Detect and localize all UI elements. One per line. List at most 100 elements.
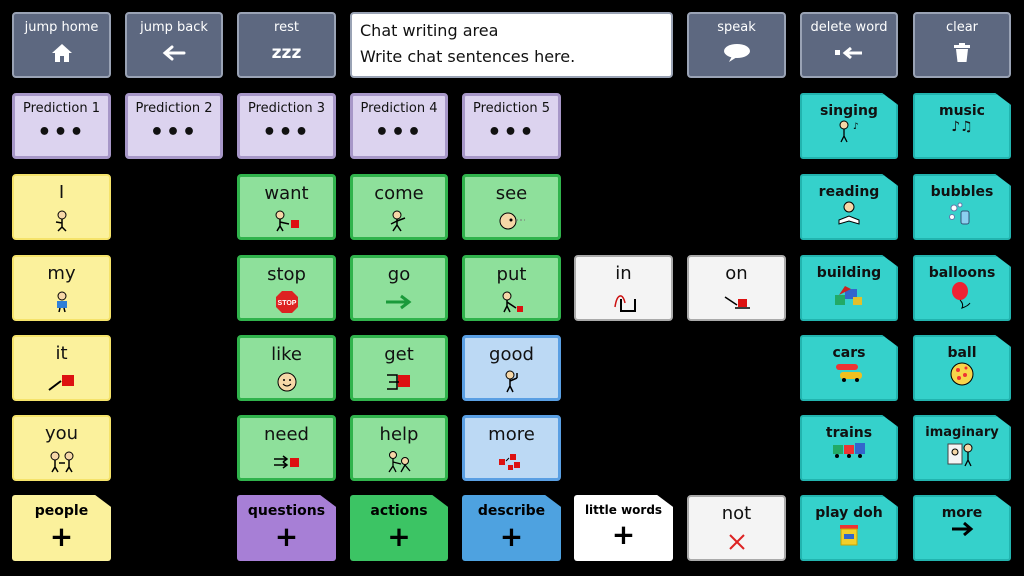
clear-label: clear	[945, 20, 979, 35]
see-icon	[465, 205, 558, 237]
word-get-button[interactable]: get	[350, 335, 448, 401]
topic-balloons-button[interactable]: balloons	[913, 255, 1011, 321]
rest-button[interactable]: rest zzz	[237, 12, 336, 78]
topic-trains-button[interactable]: trains	[800, 415, 898, 481]
rest-label: rest	[274, 20, 299, 35]
ball-icon	[949, 361, 975, 387]
come-icon	[353, 205, 445, 237]
home-icon	[14, 36, 109, 76]
speak-label: speak	[717, 20, 756, 35]
word-label: need	[264, 424, 309, 445]
get-icon	[353, 366, 445, 398]
prediction-label: Prediction 4	[360, 101, 438, 116]
play-doh-icon	[836, 521, 862, 547]
folder-label: questions	[247, 503, 326, 519]
prediction-4-button[interactable]: Prediction 4 •••	[350, 93, 448, 159]
jump-back-button[interactable]: jump back	[125, 12, 223, 78]
delete-word-button[interactable]: delete word	[800, 12, 898, 78]
prediction-3-button[interactable]: Prediction 3 •••	[237, 93, 336, 159]
word-label: put	[496, 264, 527, 285]
word-need-button[interactable]: need	[237, 415, 336, 481]
topic-cars-button[interactable]: cars	[800, 335, 898, 401]
word-label: get	[384, 344, 414, 365]
topic-building-button[interactable]: building	[800, 255, 898, 321]
person-pointing-self-icon	[14, 204, 109, 238]
plus-icon: +	[387, 520, 411, 553]
svg-text:♪: ♪	[853, 122, 859, 132]
word-not-button[interactable]: not	[687, 495, 786, 561]
bubbles-icon	[947, 200, 977, 226]
need-icon	[240, 446, 333, 478]
topic-label: trains	[825, 425, 873, 441]
delete-word-icon	[802, 36, 896, 76]
ellipsis-icon: •••	[37, 120, 86, 146]
word-you-button[interactable]: you	[12, 415, 111, 481]
word-more-button[interactable]: more	[462, 415, 561, 481]
smiley-icon	[240, 366, 333, 398]
on-icon	[689, 285, 784, 319]
chat-writing-area[interactable]: Chat writing area Write chat sentences h…	[350, 12, 673, 78]
folder-label: actions	[370, 503, 428, 519]
prediction-1-button[interactable]: Prediction 1 •••	[12, 93, 111, 159]
topic-label: bubbles	[930, 184, 994, 200]
word-label: come	[374, 183, 424, 204]
word-label: help	[379, 424, 419, 445]
folder-label: more	[941, 505, 983, 521]
word-see-button[interactable]: see	[462, 174, 561, 240]
topic-bubbles-button[interactable]: bubbles	[913, 174, 1011, 240]
folder-more-button[interactable]: more	[913, 495, 1011, 561]
jump-home-label: jump home	[24, 20, 99, 35]
speech-bubble-icon	[689, 36, 784, 76]
word-label: see	[495, 183, 528, 204]
topic-reading-button[interactable]: reading	[800, 174, 898, 240]
chat-placeholder: Write chat sentences here.	[360, 47, 576, 66]
word-label: not	[721, 503, 752, 524]
word-on-button[interactable]: on	[687, 255, 786, 321]
word-go-button[interactable]: go	[350, 255, 448, 321]
word-in-button[interactable]: in	[574, 255, 673, 321]
cars-icon	[833, 361, 865, 383]
prediction-label: Prediction 5	[473, 101, 550, 116]
word-my-button[interactable]: my	[12, 255, 111, 321]
plus-icon: +	[274, 520, 299, 553]
topic-play-doh-button[interactable]: play doh	[800, 495, 898, 561]
word-label: I	[58, 182, 65, 203]
red-x-icon	[689, 525, 784, 559]
arrow-right-green-icon	[353, 286, 445, 318]
folder-describe-button[interactable]: describe +	[462, 495, 561, 561]
folder-questions-button[interactable]: questions +	[237, 495, 336, 561]
word-good-button[interactable]: good	[462, 335, 561, 401]
word-help-button[interactable]: help	[350, 415, 448, 481]
folder-little-words-button[interactable]: little words +	[574, 495, 673, 561]
plus-icon: +	[49, 520, 74, 553]
speak-button[interactable]: speak	[687, 12, 786, 78]
blocks-icon	[833, 281, 865, 307]
word-come-button[interactable]: come	[350, 174, 448, 240]
topic-label: balloons	[928, 265, 996, 281]
ellipsis-icon: •••	[487, 120, 536, 146]
folder-label: describe	[477, 503, 546, 519]
topic-ball-button[interactable]: ball	[913, 335, 1011, 401]
clear-button[interactable]: clear	[913, 12, 1011, 78]
topic-singing-button[interactable]: singing ♪	[800, 93, 898, 159]
prediction-2-button[interactable]: Prediction 2 •••	[125, 93, 223, 159]
sleep-icon-text: zzz	[271, 42, 302, 63]
prediction-5-button[interactable]: Prediction 5 •••	[462, 93, 561, 159]
put-icon	[465, 286, 558, 318]
word-i-button[interactable]: I	[12, 174, 111, 240]
topic-music-button[interactable]: music ♪♫	[913, 93, 1011, 159]
folder-actions-button[interactable]: actions +	[350, 495, 448, 561]
person-my-icon	[14, 285, 109, 319]
word-label: you	[44, 423, 79, 444]
jump-home-button[interactable]: jump home	[12, 12, 111, 78]
word-put-button[interactable]: put	[462, 255, 561, 321]
arrow-right-icon	[950, 521, 974, 537]
word-like-button[interactable]: like	[237, 335, 336, 401]
folder-people-button[interactable]: people +	[12, 495, 111, 561]
in-icon	[576, 285, 671, 319]
word-stop-button[interactable]: stop STOP	[237, 255, 336, 321]
topic-imaginary-button[interactable]: imaginary	[913, 415, 1011, 481]
imaginary-icon	[946, 440, 978, 468]
word-it-button[interactable]: it	[12, 335, 111, 401]
word-want-button[interactable]: want	[237, 174, 336, 240]
